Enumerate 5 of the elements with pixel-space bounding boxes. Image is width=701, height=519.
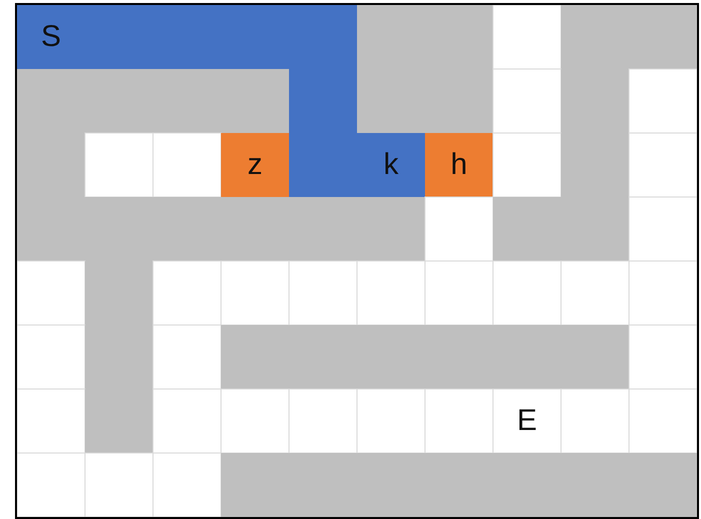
cell-letter: z: [246, 147, 264, 183]
cell-letter: k: [382, 147, 400, 183]
cell-letter: S: [40, 19, 62, 55]
cell-letter: h: [450, 147, 468, 183]
cell-letter: E: [516, 403, 538, 439]
